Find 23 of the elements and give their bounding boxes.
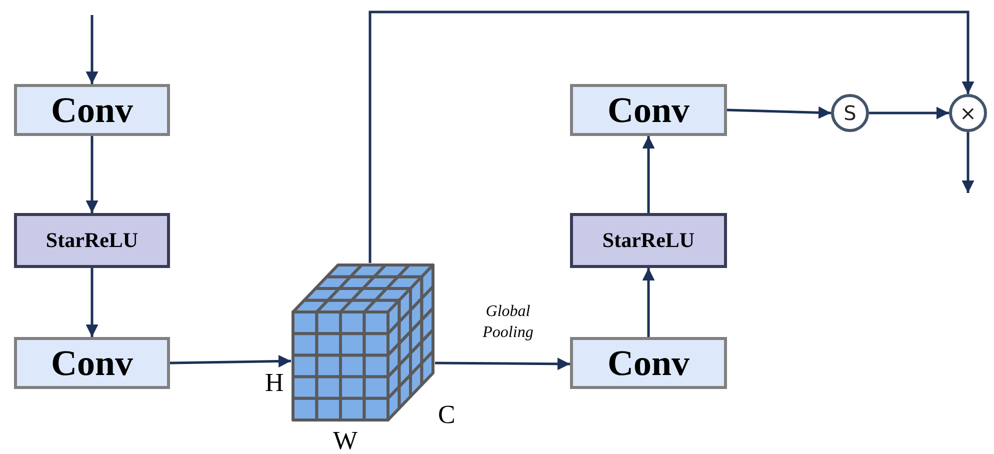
cube-drawing xyxy=(291,263,435,424)
axis-label: C xyxy=(438,402,456,428)
arrow xyxy=(726,106,832,119)
activation-box: StarReLU xyxy=(570,213,727,268)
conv-box: Conv xyxy=(570,337,727,389)
arrow xyxy=(642,268,655,337)
arrow xyxy=(869,106,949,120)
arrow xyxy=(368,10,974,263)
arrow xyxy=(642,136,655,213)
arrow xyxy=(170,354,292,368)
arrow xyxy=(86,15,98,84)
conv-box: Conv xyxy=(570,84,727,136)
operator-circle: S xyxy=(831,94,869,132)
arrow xyxy=(962,132,974,193)
activation-box: StarReLU xyxy=(14,213,170,268)
conv-box: Conv xyxy=(14,337,170,389)
arrow xyxy=(86,268,98,337)
axis-label: W xyxy=(333,428,358,454)
conv-box: Conv xyxy=(14,84,170,136)
axis-label: H xyxy=(265,370,284,396)
operator-circle: × xyxy=(949,94,987,132)
arrow xyxy=(86,136,98,213)
arrow xyxy=(435,358,570,370)
